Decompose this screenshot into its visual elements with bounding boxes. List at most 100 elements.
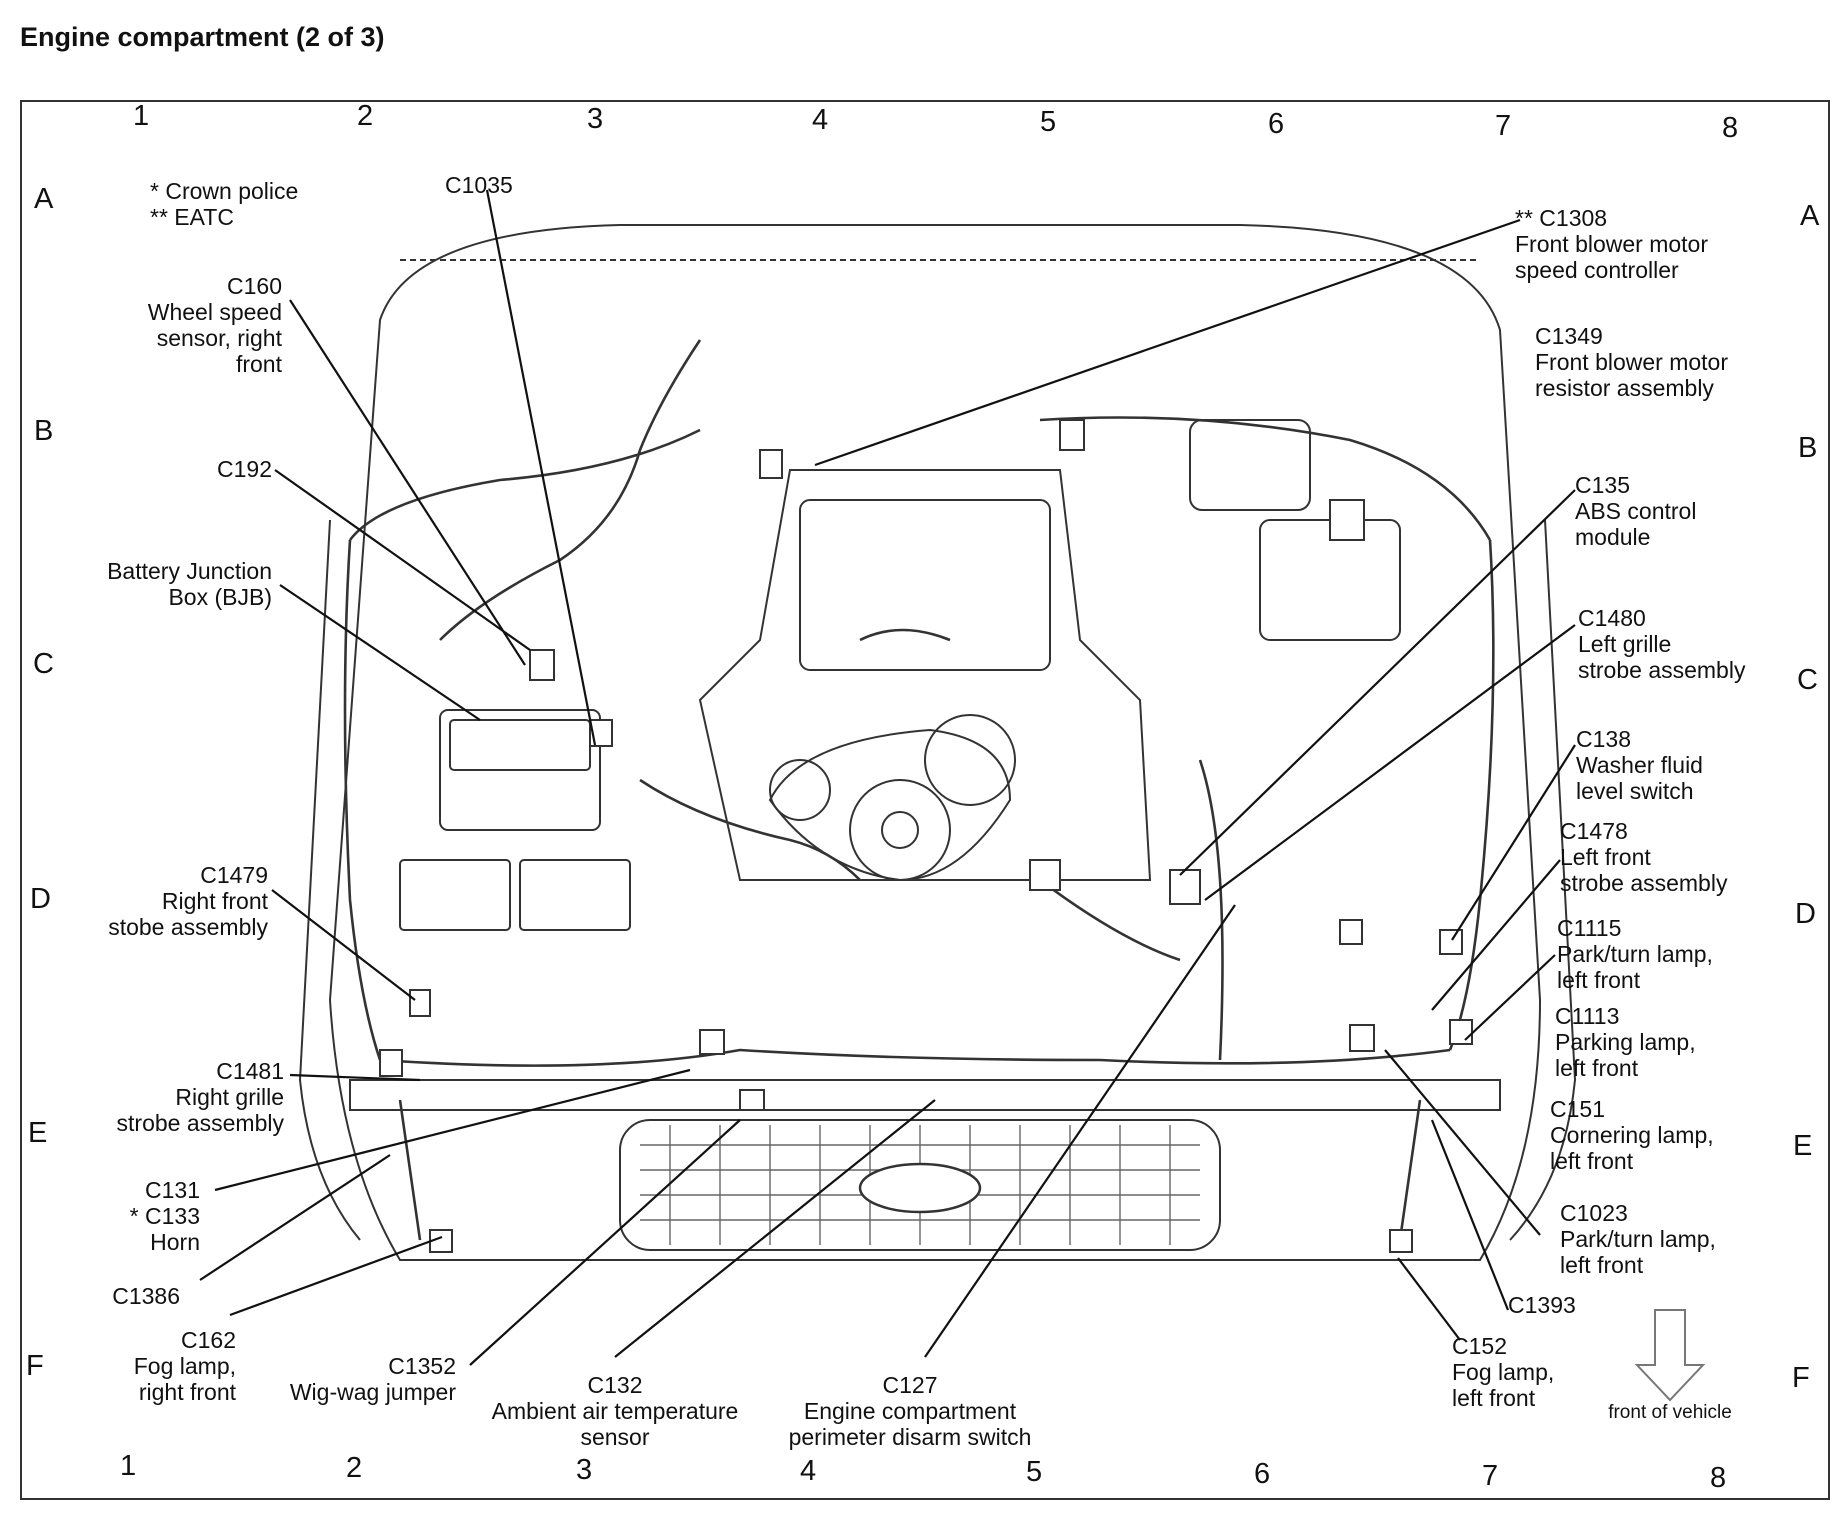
- callout-c1349: C1349 Front blower motor resistor assemb…: [1535, 323, 1728, 401]
- fender-left: [298, 519, 361, 1241]
- callout-c1115: C1115 Park/turn lamp, left front: [1557, 915, 1713, 993]
- grid-col-top-3: 3: [587, 103, 604, 135]
- grid-row-right-c: C: [1797, 664, 1818, 696]
- c160-desc-1: Wheel speed: [147, 299, 282, 325]
- callout-c1352: C1352 Wig-wag jumper: [262, 1353, 456, 1405]
- c1352-id: C1352: [388, 1353, 456, 1379]
- c1115-desc-2: left front: [1557, 967, 1641, 993]
- callout-c1393: C1393: [1508, 1292, 1576, 1318]
- c127-desc-1: Engine compartment: [803, 1398, 1017, 1424]
- c152-desc-2: left front: [1452, 1385, 1536, 1411]
- c1478-desc-2: strobe assembly: [1560, 870, 1728, 896]
- grid-col-top-7: 7: [1495, 110, 1512, 142]
- battery-left: [519, 859, 631, 931]
- grid-col-top-6: 6: [1268, 108, 1285, 140]
- grid-col-bottom-2: 2: [346, 1452, 363, 1484]
- wiring-harness: [343, 339, 1495, 1241]
- grid-col-top-4: 4: [812, 104, 829, 136]
- grid-col-bottom-6: 6: [1254, 1458, 1271, 1490]
- fender-right: [1509, 519, 1577, 1241]
- c132-desc-1: Ambient air temperature: [491, 1398, 739, 1424]
- c1113-desc-2: left front: [1555, 1055, 1639, 1081]
- callout-c1023: C1023 Park/turn lamp, left front: [1560, 1200, 1716, 1278]
- leader-lines: [199, 189, 1576, 1366]
- bjb-line-2: Box (BJB): [168, 584, 272, 610]
- callout-bjb: Battery Junction Box (BJB): [60, 558, 272, 610]
- grid-row-left-f: F: [26, 1350, 44, 1382]
- c160-desc-2: sensor, right: [156, 325, 282, 351]
- c1349-desc-2: resistor assembly: [1535, 375, 1714, 401]
- c152-desc-1: Fog lamp,: [1452, 1359, 1555, 1385]
- connectors: [379, 419, 1473, 1253]
- callout-c1308: ** C1308 Front blower motor speed contro…: [1515, 205, 1708, 283]
- c1479-id: C1479: [200, 862, 268, 888]
- callout-c192: C192: [180, 456, 272, 482]
- grid-col-top-2: 2: [357, 100, 374, 132]
- grid-col-bottom-3: 3: [576, 1454, 593, 1486]
- grid-col-bottom-4: 4: [800, 1455, 817, 1487]
- front-of-vehicle-arrow: [1634, 1309, 1706, 1402]
- alternator-pulley: [769, 759, 831, 821]
- c1393-id: C1393: [1508, 1292, 1576, 1318]
- c1308-desc-1: Front blower motor: [1515, 231, 1709, 257]
- c1481-id: C1481: [216, 1058, 284, 1084]
- callout-c1480: C1480 Left grille strobe assembly: [1578, 605, 1745, 683]
- page-title: Engine compartment (2 of 3): [20, 22, 385, 52]
- note-crown-police: * Crown police: [150, 178, 299, 204]
- battery-right: [399, 859, 511, 931]
- c138-desc-1: Washer fluid: [1576, 752, 1703, 778]
- callout-c1113: C1113 Parking lamp, left front: [1555, 1003, 1696, 1081]
- callout-c138: C138 Washer fluid level switch: [1576, 726, 1703, 804]
- c151-id: C151: [1550, 1096, 1605, 1122]
- c1308-id: ** C1308: [1515, 205, 1608, 231]
- grid-col-bottom-5: 5: [1026, 1456, 1043, 1488]
- c131-id: C131: [145, 1177, 200, 1203]
- grid-row-left-b: B: [34, 415, 54, 447]
- c127-id: C127: [882, 1372, 938, 1398]
- c1481-desc-2: strobe assembly: [116, 1110, 284, 1136]
- grid-row-right-b: B: [1798, 432, 1818, 464]
- grid-col-bottom-8: 8: [1710, 1462, 1727, 1494]
- c138-id: C138: [1576, 726, 1631, 752]
- callout-c1478: C1478 Left front strobe assembly: [1560, 818, 1727, 896]
- c160-desc-3: front: [235, 351, 282, 377]
- front-of-vehicle-label: front of vehicle: [1608, 1402, 1732, 1423]
- callout-c1481: C1481 Right grille strobe assembly: [70, 1058, 284, 1136]
- crank-pulley-hub: [881, 811, 919, 849]
- c1352-desc: Wig-wag jumper: [289, 1379, 456, 1405]
- c1349-id: C1349: [1535, 323, 1603, 349]
- c1308-desc-2: speed controller: [1515, 257, 1679, 283]
- c192-id: C192: [217, 456, 272, 482]
- c1035-id: C1035: [445, 172, 513, 198]
- c160-id: C160: [227, 273, 282, 299]
- c1113-id: C1113: [1555, 1003, 1620, 1029]
- c135-desc-2: module: [1575, 524, 1651, 550]
- callout-c151: C151 Cornering lamp, left front: [1550, 1096, 1714, 1174]
- intake-manifold: [799, 499, 1051, 671]
- c151-desc-1: Cornering lamp,: [1550, 1122, 1714, 1148]
- c1480-desc-2: strobe assembly: [1578, 657, 1746, 683]
- grid-row-right-f: F: [1792, 1362, 1810, 1394]
- c1479-desc-1: Right front: [161, 888, 268, 914]
- grid-col-bottom-1: 1: [120, 1450, 137, 1482]
- c162-desc-2: right front: [138, 1379, 236, 1405]
- grid-row-left-a: A: [34, 183, 54, 215]
- grid-col-top-8: 8: [1722, 112, 1739, 144]
- grid-row-right-a: A: [1800, 200, 1820, 232]
- grid-row-right-d: D: [1795, 898, 1816, 930]
- callout-c160: C160 Wheel speed sensor, right front: [100, 273, 282, 377]
- c1480-id: C1480: [1578, 605, 1646, 631]
- c132-id: C132: [587, 1372, 643, 1398]
- grid-row-left-c: C: [33, 648, 54, 680]
- c1478-desc-1: Left front: [1560, 844, 1651, 870]
- hood-outline: [328, 224, 1542, 1261]
- blower-box: [1189, 419, 1311, 511]
- grid-col-top-1: 1: [133, 100, 150, 132]
- c1023-desc-2: left front: [1560, 1252, 1644, 1278]
- bjb-line-1: Battery Junction: [107, 558, 272, 584]
- c133-id: * C133: [129, 1203, 200, 1229]
- grid-row-left-d: D: [30, 883, 51, 915]
- crank-pulley: [849, 779, 951, 881]
- c152-id: C152: [1452, 1333, 1507, 1359]
